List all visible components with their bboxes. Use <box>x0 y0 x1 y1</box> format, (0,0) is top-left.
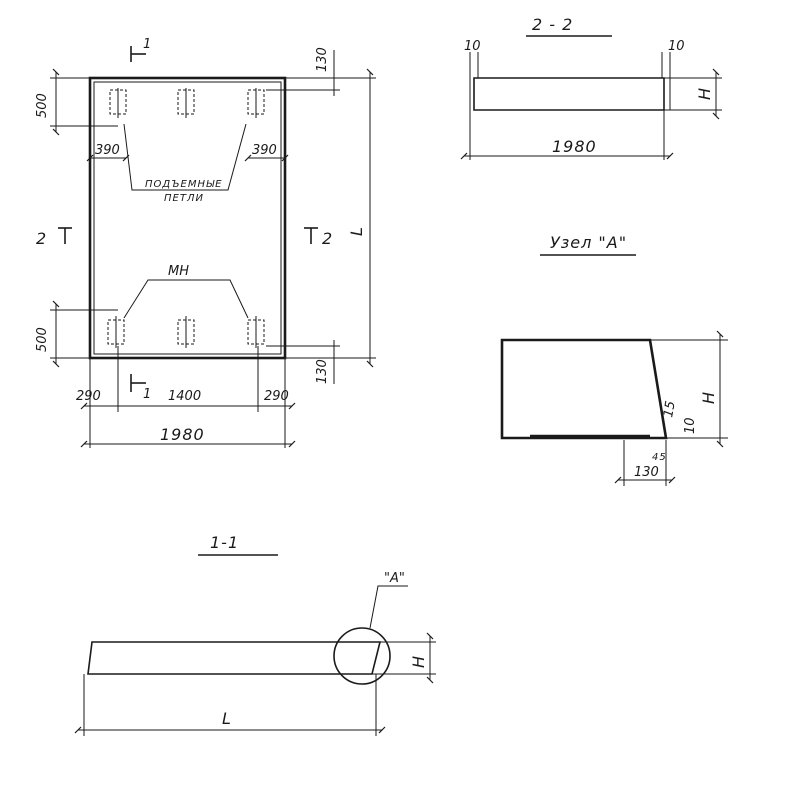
section-2-mark-left: 2 <box>36 229 47 248</box>
dim-1980-plan-label: 1980 <box>160 425 205 444</box>
plan-view: 1 1 2 2 500 500 <box>35 37 376 448</box>
section-2-2-title: 2 - 2 <box>532 15 573 34</box>
node-a-callout-circle <box>333 627 391 685</box>
section-1-mark-bottom: 1 <box>143 387 151 402</box>
section-1-cut-top: 1 <box>130 37 151 62</box>
node-a: Узел "А" H 15 10 130 45 <box>500 233 728 486</box>
section-2-2-dim-1980: 1980 <box>552 137 597 156</box>
node-a-dim-45: 45 <box>652 452 667 463</box>
section-2-2-dim-H: H <box>695 87 714 100</box>
dim-130-bottom-label: 130 <box>315 359 330 384</box>
section-1-1: 1-1 "А" H L <box>74 533 436 736</box>
dim-290-left-label: 290 <box>76 389 101 404</box>
dim-L-plan: L <box>285 68 376 368</box>
node-a-dim-10: 10 <box>683 417 698 434</box>
section-1-1-callout-A: "А" <box>384 571 405 586</box>
lifting-loop-bottom-right <box>247 316 265 348</box>
dim-1400-label: 1400 <box>168 389 201 404</box>
dim-500-top-label: 500 <box>35 93 50 118</box>
lifting-loop-top-center <box>177 88 195 118</box>
dim-390-right: 390 <box>244 143 289 162</box>
dim-390-right-label: 390 <box>252 143 277 158</box>
node-a-dim-130: 130 <box>634 465 659 480</box>
lifting-loops-label-1: ПОДЪЕМНЫЕ <box>145 179 223 190</box>
section-1-cut-bottom: 1 <box>130 374 151 402</box>
section-1-1-title: 1-1 <box>210 533 239 552</box>
lifting-loop-bottom-left <box>107 316 125 348</box>
lifting-loops-leader: ПОДЪЕМНЫЕ ПЕТЛИ <box>123 123 247 204</box>
section-2-mark-right: 2 <box>322 229 333 248</box>
section-2-2: 2 - 2 10 10 H 1980 <box>460 15 722 160</box>
section-2-2-dim-10-right: 10 <box>668 39 685 54</box>
dim-130-bottom: 130 <box>266 340 340 384</box>
section-2-2-body <box>473 77 665 111</box>
lifting-loop-top-right <box>247 88 265 118</box>
section-1-1-dim-L: L <box>222 709 232 728</box>
section-2-cut-left: 2 <box>36 227 72 248</box>
dim-130-top: 130 <box>266 47 340 96</box>
dim-130-top-label: 130 <box>315 47 330 72</box>
mn-leader: МН <box>123 264 249 319</box>
section-2-2-dim-10-left: 10 <box>464 39 481 54</box>
section-1-1-dim-H: H <box>409 655 428 668</box>
dim-500-bottom: 500 <box>35 300 118 368</box>
node-a-dim-15: 15 <box>661 400 679 419</box>
slab-inner-outline <box>93 81 282 355</box>
dim-390-left-label: 390 <box>95 143 120 158</box>
lifting-loop-top-left <box>109 88 127 118</box>
dim-chain-bottom: 290 1400 290 1980 <box>76 346 296 448</box>
mn-label: МН <box>168 264 189 279</box>
lifting-loop-bottom-center <box>177 316 195 348</box>
lifting-loops-label-2: ПЕТЛИ <box>164 193 204 204</box>
section-2-cut-right: 2 <box>304 227 333 248</box>
dim-500-top: 500 <box>35 68 118 136</box>
dim-290-right-label: 290 <box>264 389 289 404</box>
dim-L-plan-label: L <box>347 226 366 236</box>
section-1-mark-top: 1 <box>143 37 151 52</box>
node-a-body <box>500 338 668 440</box>
dim-390-left: 390 <box>86 143 130 162</box>
slab-outline <box>88 76 287 360</box>
node-a-dim-H: H <box>699 391 718 404</box>
dim-500-bottom-label: 500 <box>35 327 50 352</box>
node-a-title: Узел "А" <box>550 233 627 252</box>
